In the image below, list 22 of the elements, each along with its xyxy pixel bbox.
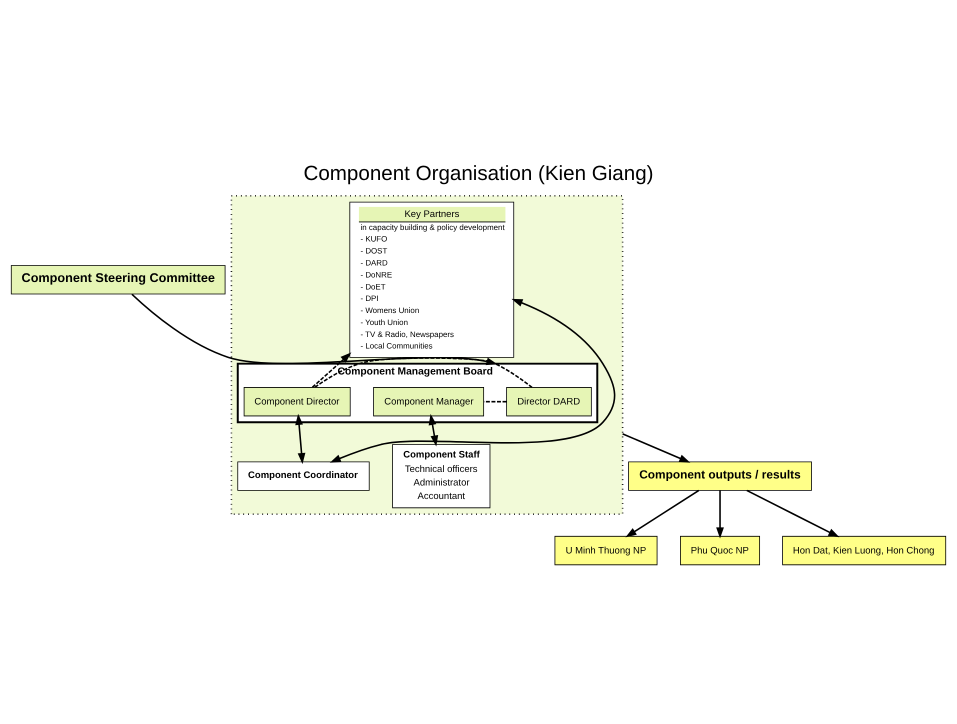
arrow	[428, 413, 438, 446]
node-box: Component Coordinator	[237, 461, 370, 490]
arrow	[295, 413, 306, 464]
arrow	[625, 489, 700, 537]
arrow	[312, 352, 352, 388]
connector	[484, 400, 506, 402]
arrow	[622, 432, 690, 462]
node-box: Director DARD	[506, 386, 592, 416]
node-box: Component Steering Committee	[10, 264, 226, 294]
node-box: Key Partners in capacity building & policy development - KUFO - DOST - DARD - DoNRE - DoET - DPI - Womens Union - Youth Union - TV & Radio, Newspapers - Local Communities	[349, 201, 514, 358]
node-box: U Minh Thuong NP	[554, 535, 658, 565]
arrow	[746, 489, 840, 537]
diagram-title: Component Organisation (Kien Giang)	[303, 161, 654, 184]
node-box: Component Staff Technical officers Administrator Accountant	[392, 444, 490, 508]
node-box: Component Director	[244, 386, 351, 416]
cluster	[230, 194, 624, 514]
node-box: Component outputs / results	[628, 461, 812, 490]
node-box: Phu Quoc NP	[680, 535, 760, 565]
node-box: Hon Dat, Kien Luong, Hon Chong	[782, 535, 946, 565]
arrow	[330, 298, 616, 462]
node-box: Component Manager	[373, 386, 484, 416]
arrow	[716, 490, 724, 538]
